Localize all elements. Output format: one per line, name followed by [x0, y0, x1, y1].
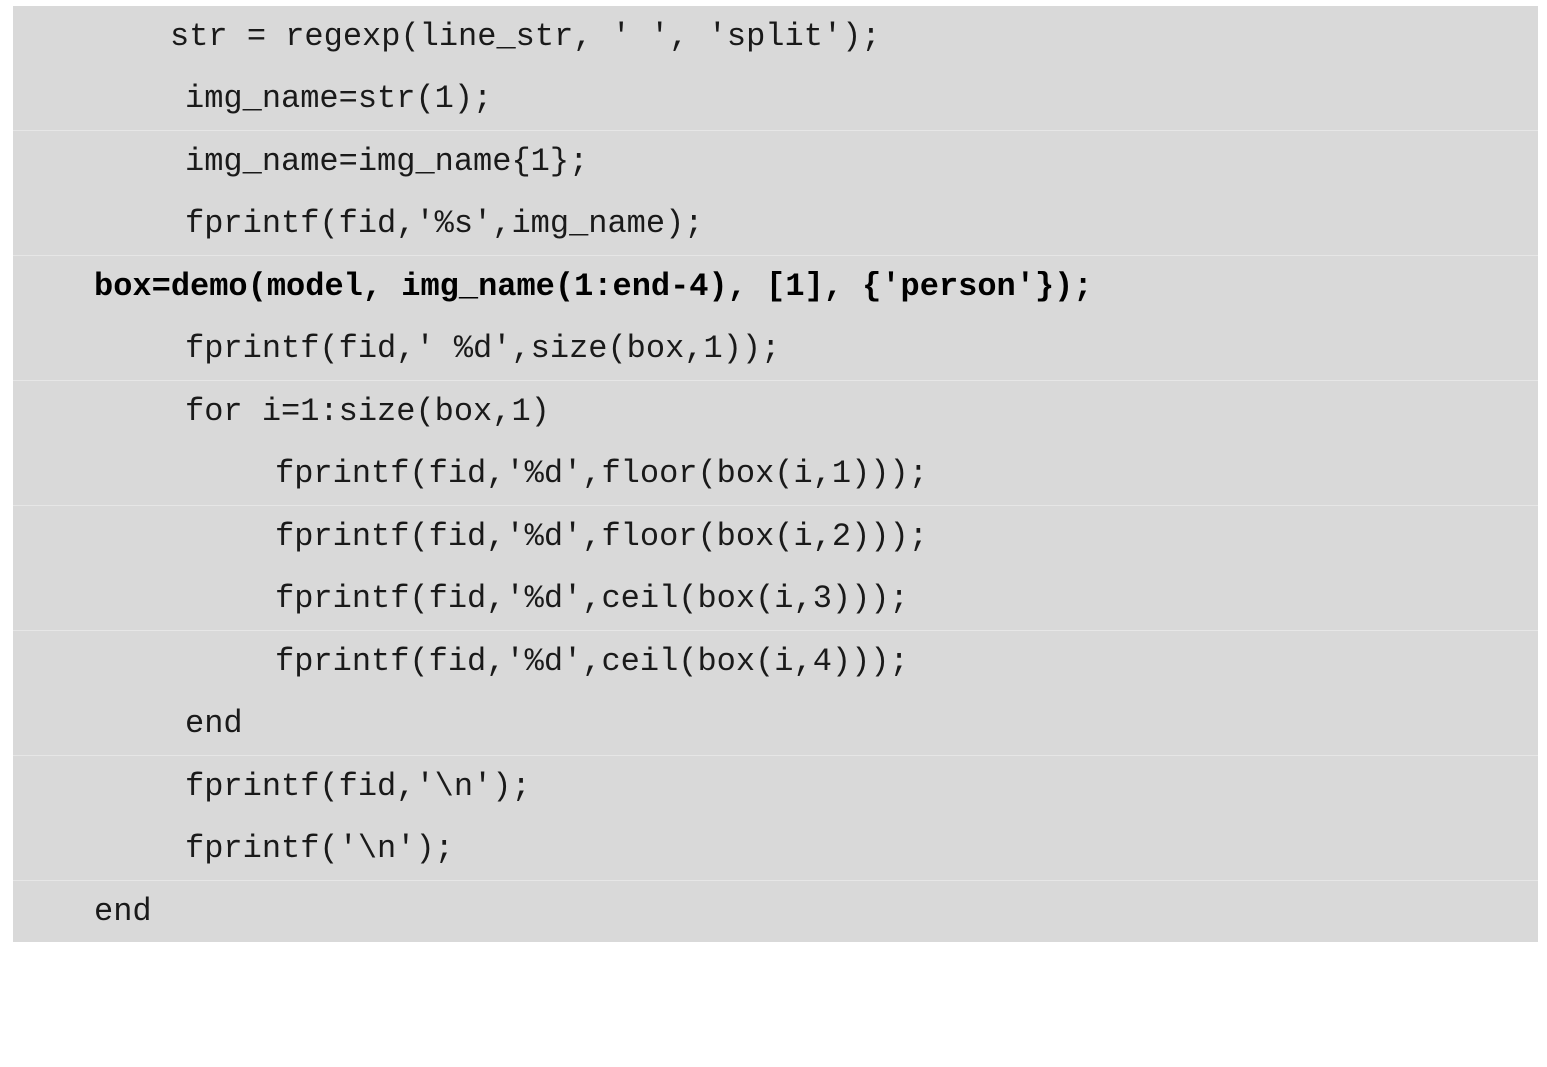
- code-line-text: img_name=img_name{1};: [185, 143, 589, 180]
- code-line-text: fprintf(fid,'%d',ceil(box(i,4)));: [275, 643, 909, 680]
- code-line-2: img_name=str(1);: [13, 68, 1538, 131]
- code-line-6: fprintf(fid,' %d',size(box,1));: [13, 318, 1538, 381]
- code-block: str = regexp(line_str, ' ', 'split'); im…: [13, 6, 1538, 942]
- code-line-text: box=demo(model, img_name(1:end-4), [1], …: [94, 268, 1093, 305]
- code-line-4: fprintf(fid,'%s',img_name);: [13, 193, 1538, 256]
- code-line-text: for i=1:size(box,1): [185, 393, 550, 430]
- code-line-14: fprintf('\n');: [13, 818, 1538, 881]
- code-line-10: fprintf(fid,'%d',ceil(box(i,3)));: [13, 568, 1538, 631]
- code-line-1: str = regexp(line_str, ' ', 'split');: [13, 6, 1538, 68]
- code-line-11: fprintf(fid,'%d',ceil(box(i,4)));: [13, 631, 1538, 693]
- code-line-text: str = regexp(line_str, ' ', 'split');: [170, 18, 881, 55]
- code-line-3: img_name=img_name{1};: [13, 131, 1538, 193]
- code-line-7: for i=1:size(box,1): [13, 381, 1538, 443]
- code-line-text: fprintf(fid,'%d',ceil(box(i,3)));: [275, 580, 909, 617]
- code-line-5-highlighted: box=demo(model, img_name(1:end-4), [1], …: [13, 256, 1538, 318]
- code-line-12: end: [13, 693, 1538, 756]
- code-line-text: end: [94, 893, 152, 930]
- code-line-text: img_name=str(1);: [185, 80, 493, 117]
- code-line-8: fprintf(fid,'%d',floor(box(i,1)));: [13, 443, 1538, 506]
- code-line-text: fprintf(fid,'%d',floor(box(i,1)));: [275, 455, 928, 492]
- code-line-text: end: [185, 705, 243, 742]
- code-line-text: fprintf(fid,' %d',size(box,1));: [185, 330, 781, 367]
- code-line-text: fprintf(fid,'%s',img_name);: [185, 205, 704, 242]
- code-line-text: fprintf(fid,'\n');: [185, 768, 531, 805]
- code-line-9: fprintf(fid,'%d',floor(box(i,2)));: [13, 506, 1538, 568]
- code-line-15: end: [13, 881, 1538, 943]
- code-line-13: fprintf(fid,'\n');: [13, 756, 1538, 818]
- code-line-text: fprintf(fid,'%d',floor(box(i,2)));: [275, 518, 928, 555]
- code-line-text: fprintf('\n');: [185, 830, 454, 867]
